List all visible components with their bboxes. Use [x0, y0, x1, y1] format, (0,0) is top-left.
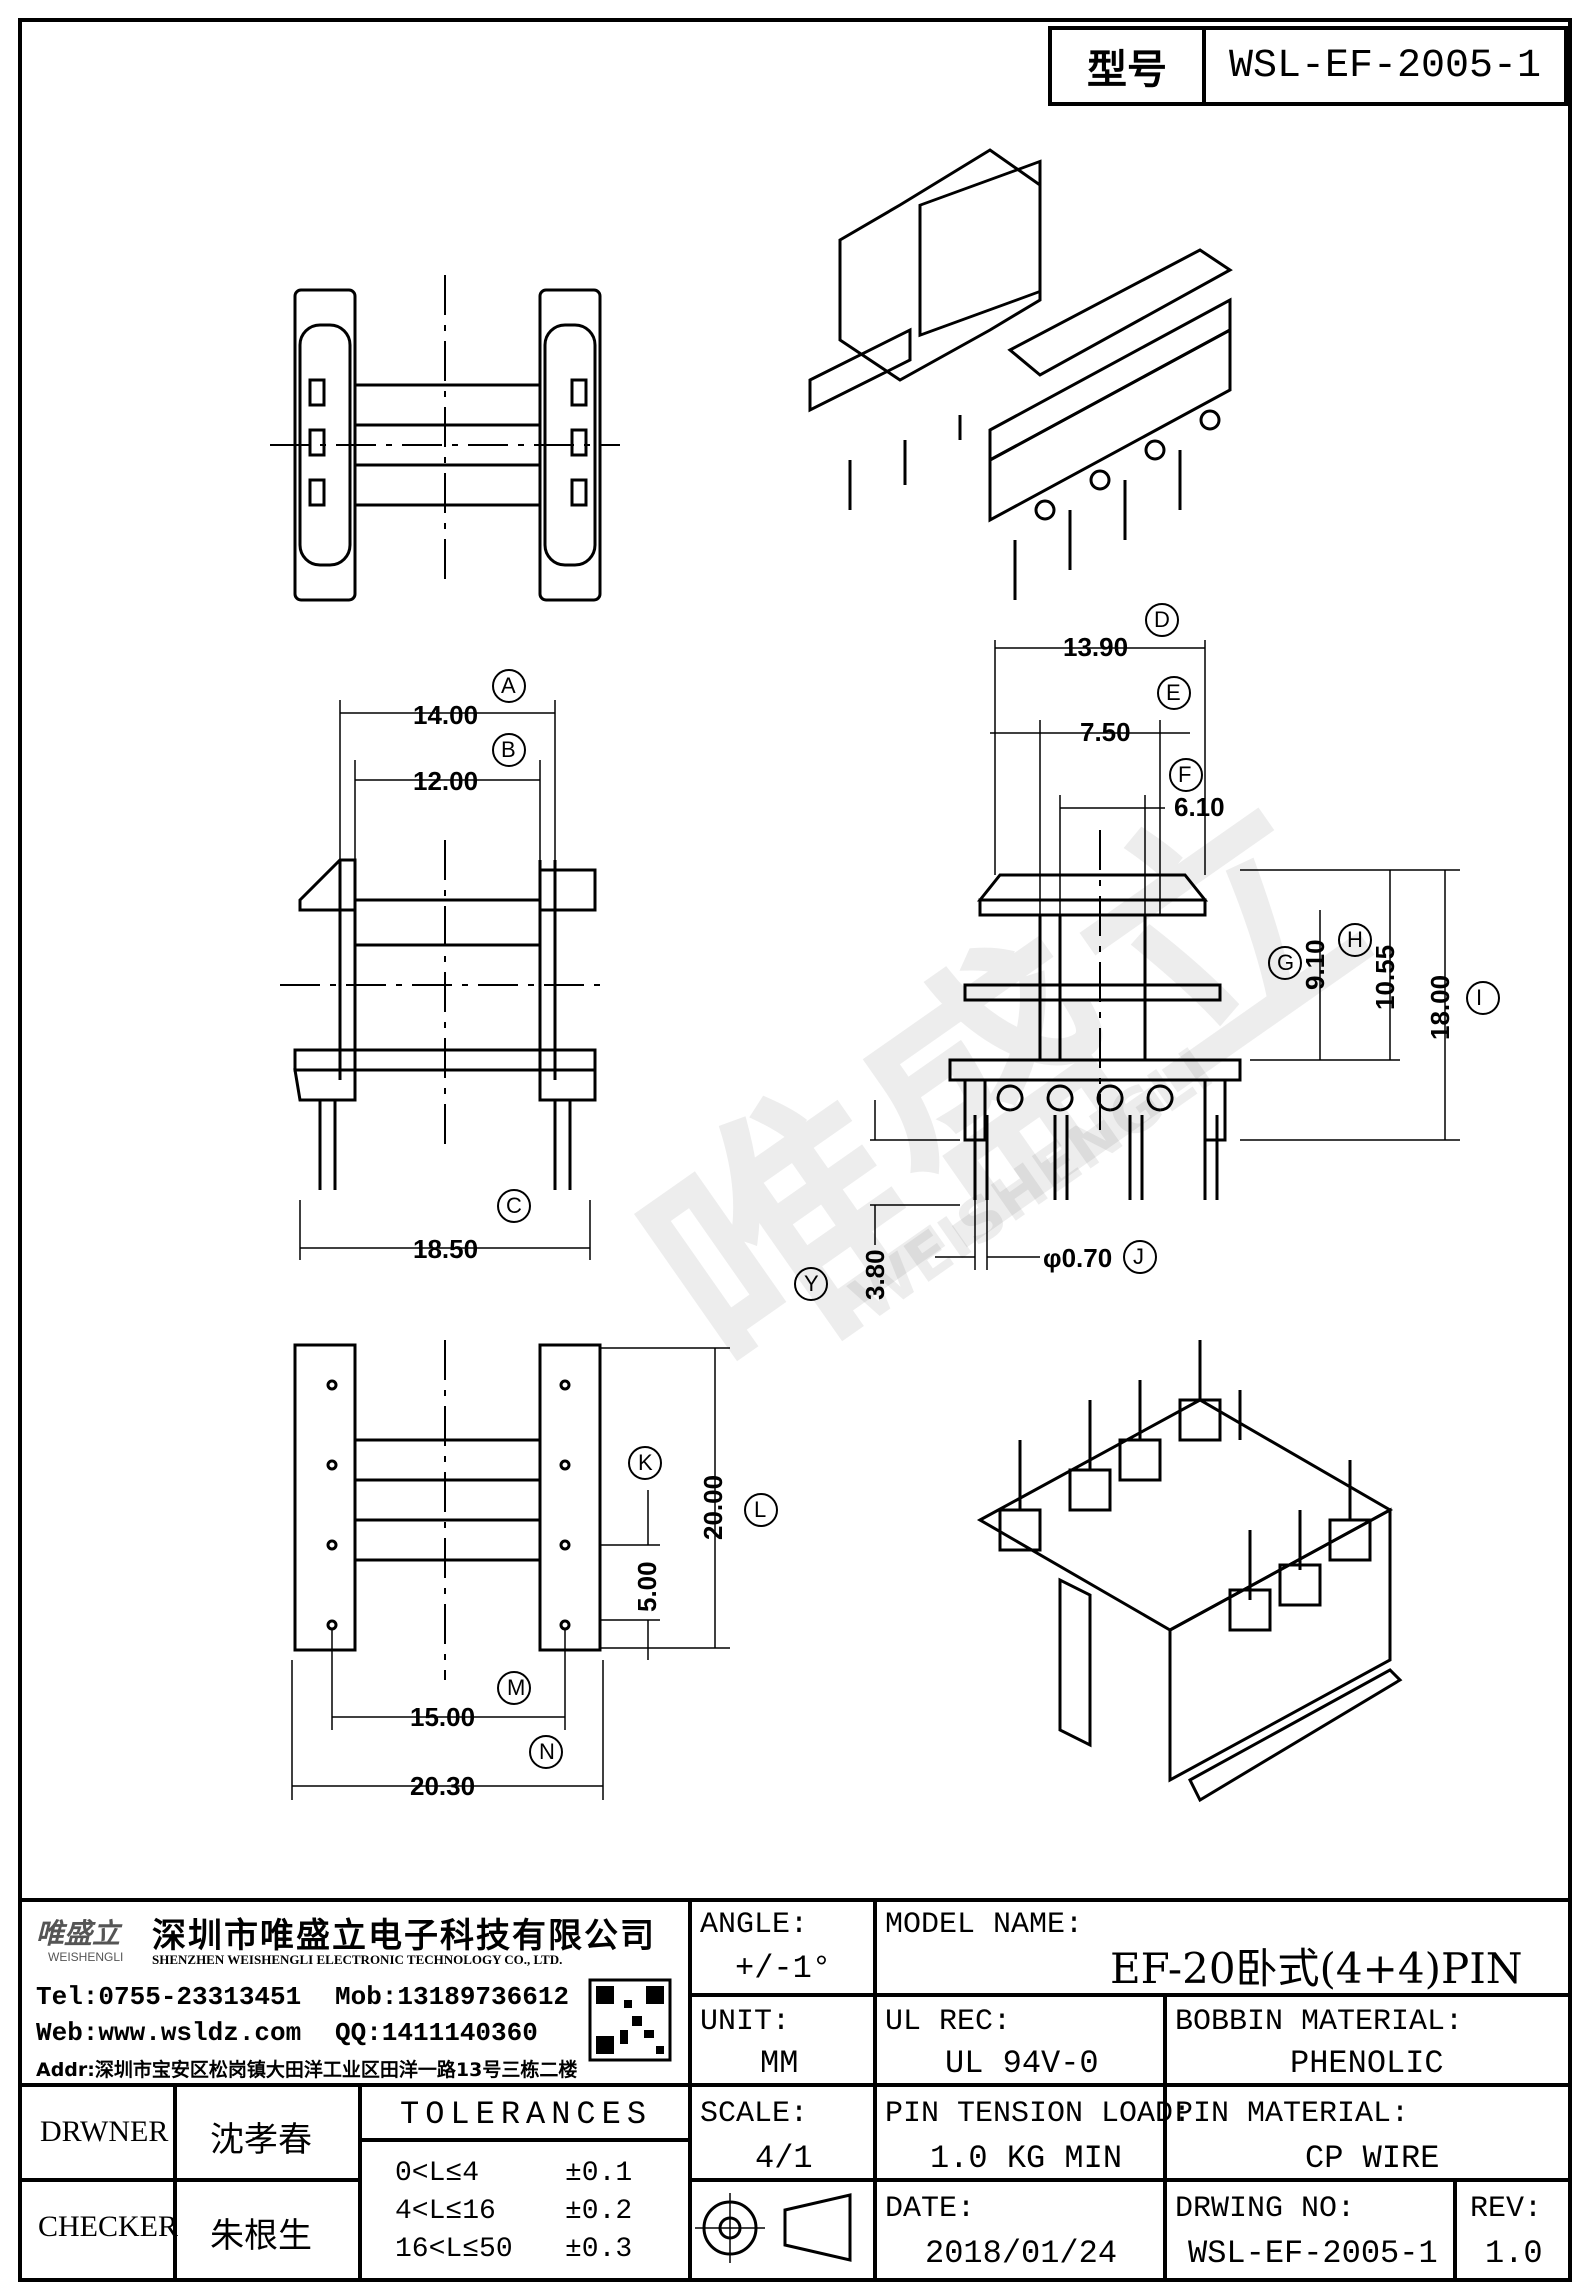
tolerances-label: TOLERANCES	[400, 2096, 653, 2133]
dim-E-id: E	[1166, 680, 1181, 705]
angle-value: +/-1°	[735, 1950, 832, 1987]
header-model-box: 型号 WSL-EF-2005-1	[1048, 26, 1568, 106]
dim-M-value: 15.00	[410, 1702, 476, 1732]
dim-D-value: 13.90	[1063, 632, 1129, 662]
dim-M-id: M	[507, 1675, 526, 1700]
dim-G-value: 9.10	[1300, 939, 1330, 990]
top-view	[270, 275, 620, 602]
dim-B-value: 12.00	[413, 766, 479, 796]
dim-I-value: 18.00	[1425, 974, 1455, 1040]
company-qq: QQ:1411140360	[335, 2018, 538, 2048]
scale-value: 4/1	[755, 2140, 813, 2177]
dim-G-id: G	[1277, 950, 1295, 975]
tol-value-2: ±0.2	[565, 2196, 633, 2227]
dim-F-id: F	[1178, 762, 1192, 787]
pin-material-label: PIN MATERIAL:	[1175, 2097, 1410, 2131]
drawer-name: 沈孝春	[210, 2120, 312, 2160]
qr-code	[588, 1978, 672, 2062]
tol-range-2: 4<L≤16	[395, 2196, 496, 2227]
pin-material-value: CP WIRE	[1305, 2140, 1440, 2177]
dim-J-value: φ0.70	[1043, 1243, 1113, 1273]
unit-label: UNIT:	[700, 2005, 791, 2039]
dim-Y-value: 3.80	[860, 1249, 890, 1300]
checker-name: 朱根生	[210, 2216, 312, 2256]
iso-view-bottom	[976, 1340, 1403, 1803]
angle-label: ANGLE:	[700, 1908, 809, 1942]
company-logo-sub: WEISHENGLI	[48, 1950, 124, 1964]
dim-E-value: 7.50	[1080, 717, 1131, 747]
dim-I-id: I	[1476, 985, 1483, 1010]
dim-F-value: 6.10	[1174, 792, 1225, 822]
dim-J-id: J	[1133, 1244, 1144, 1269]
company-addr: Addr:深圳市宝安区松岗镇大田洋工业区田洋一路13号三栋二楼	[36, 2059, 578, 2081]
dim-D-id: D	[1154, 607, 1170, 632]
dim-L-value: 20.00	[698, 1474, 728, 1540]
model-name-label: MODEL NAME:	[885, 1908, 1084, 1942]
third-angle-symbol	[695, 2193, 852, 2263]
iso-view-top	[808, 148, 1233, 600]
checker-label: CHECKER	[38, 2210, 179, 2243]
company-mob: Mob:13189736612	[335, 1982, 570, 2012]
company-tel: Tel:0755-23313451	[36, 1982, 302, 2012]
model-label: 型号	[1052, 30, 1206, 102]
dim-Y-id: Y	[804, 1271, 819, 1296]
dim-L-id: L	[754, 1497, 767, 1522]
title-block-grid	[20, 1898, 1570, 2280]
date-value: 2018/01/24	[925, 2235, 1118, 2272]
drawing-no-label: DRWING NO:	[1175, 2192, 1356, 2226]
model-name-value: EF-20卧式(4+4)PIN	[1110, 1944, 1523, 1993]
dim-N-id: N	[539, 1739, 555, 1764]
company-name-en: SHENZHEN WEISHENGLI ELECTRONIC TECHNOLOG…	[152, 1952, 563, 1967]
tol-value-1: ±0.1	[565, 2158, 633, 2189]
pin-tension-label: PIN TENSION LOAD:	[885, 2097, 1192, 2131]
dim-H-value: 10.55	[1370, 944, 1400, 1010]
dim-H-id: H	[1347, 927, 1363, 952]
drawer-label: DRWNER	[40, 2115, 169, 2148]
drawing-no-value: WSL-EF-2005-1	[1188, 2235, 1438, 2272]
date-label: DATE:	[885, 2192, 976, 2226]
bobbin-label: BOBBIN MATERIAL:	[1175, 2005, 1464, 2039]
ul-label: UL REC:	[885, 2005, 1012, 2039]
front-view	[280, 669, 610, 1260]
rev-value: 1.0	[1485, 2235, 1543, 2272]
side-view	[794, 603, 1500, 1301]
bobbin-value: PHENOLIC	[1290, 2045, 1444, 2082]
drawing-frame	[18, 18, 1572, 2282]
rev-label: REV:	[1470, 2192, 1543, 2226]
dim-K-id: K	[638, 1450, 653, 1475]
tol-range-1: 0<L≤4	[395, 2158, 480, 2189]
scale-label: SCALE:	[700, 2097, 809, 2131]
ul-value: UL 94V-0	[945, 2045, 1099, 2082]
company-web: Web:www.wsldz.com	[36, 2018, 302, 2048]
company-name-cn: 深圳市唯盛立电子科技有限公司	[152, 1916, 656, 1956]
unit-value: MM	[760, 2045, 799, 2082]
pin-tension-value: 1.0 KG MIN	[930, 2140, 1123, 2177]
tol-range-3: 16<L≤50	[395, 2234, 513, 2265]
dim-A-value: 14.00	[413, 700, 479, 730]
dim-B-id: B	[501, 737, 516, 762]
bottom-view	[291, 1340, 778, 1800]
model-value: WSL-EF-2005-1	[1228, 43, 1542, 89]
dim-K-value: 5.00	[632, 1561, 662, 1612]
dim-C-value: 18.50	[413, 1234, 479, 1264]
company-logo: 唯盛立	[36, 1918, 121, 1949]
dim-C-id: C	[506, 1193, 522, 1218]
dim-A-id: A	[501, 673, 516, 698]
tol-value-3: ±0.3	[565, 2234, 633, 2265]
dim-N-value: 20.30	[410, 1771, 476, 1801]
